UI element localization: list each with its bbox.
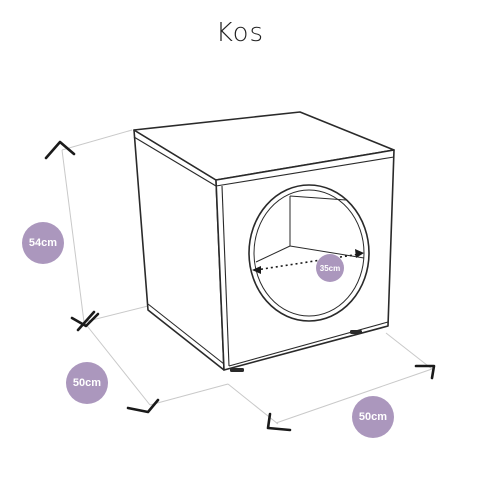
- opening-measure: [252, 249, 364, 274]
- width-badge: 50cm: [352, 396, 394, 438]
- depth-guide-line: [83, 321, 151, 406]
- height-top-arrow-icon: [44, 140, 76, 160]
- height-top-extension: [61, 129, 133, 151]
- cube-body: [133, 111, 395, 371]
- panel-edges: [133, 136, 395, 367]
- opening-left-arrow-icon: [252, 266, 261, 274]
- front-left-foot: [230, 368, 244, 372]
- front-right-foot: [350, 330, 362, 334]
- top-edge-inner-left: [133, 136, 217, 187]
- width-right-arrow-icon: [414, 364, 436, 380]
- side-bottom-inner-edge: [147, 303, 225, 365]
- width-left-arrow-icon: [266, 412, 292, 432]
- height-guide-line: [61, 149, 85, 323]
- width-guide-line: [275, 368, 433, 424]
- height-bottom-arrow-icon: [70, 312, 100, 328]
- opening-right-arrow-icon: [355, 249, 364, 258]
- cube-front-face: [215, 149, 395, 371]
- inner-floor-edge-left: [255, 245, 291, 263]
- dimension-arrows: [44, 140, 436, 432]
- cube-feet: [230, 330, 362, 372]
- product-title: Kos: [215, 18, 265, 48]
- depth-front-extension: [149, 383, 229, 406]
- dimension-guides: [61, 129, 433, 425]
- front-left-inner-edge: [221, 185, 230, 367]
- height-bottom-extension: [83, 305, 149, 323]
- depth-arrow-icon: [126, 398, 160, 414]
- height-badge: 54cm: [22, 222, 64, 264]
- depth-badge: 50cm: [66, 362, 108, 404]
- front-bottom-inner-edge: [228, 321, 389, 367]
- inner-ceiling-edge: [289, 195, 347, 201]
- opening-badge: 35cm: [316, 254, 344, 282]
- height-bottom-tick-icon: [76, 310, 96, 332]
- opening-outer-rim: [248, 184, 370, 322]
- width-right-extension: [385, 332, 433, 370]
- top-edge-inner-front: [215, 156, 395, 187]
